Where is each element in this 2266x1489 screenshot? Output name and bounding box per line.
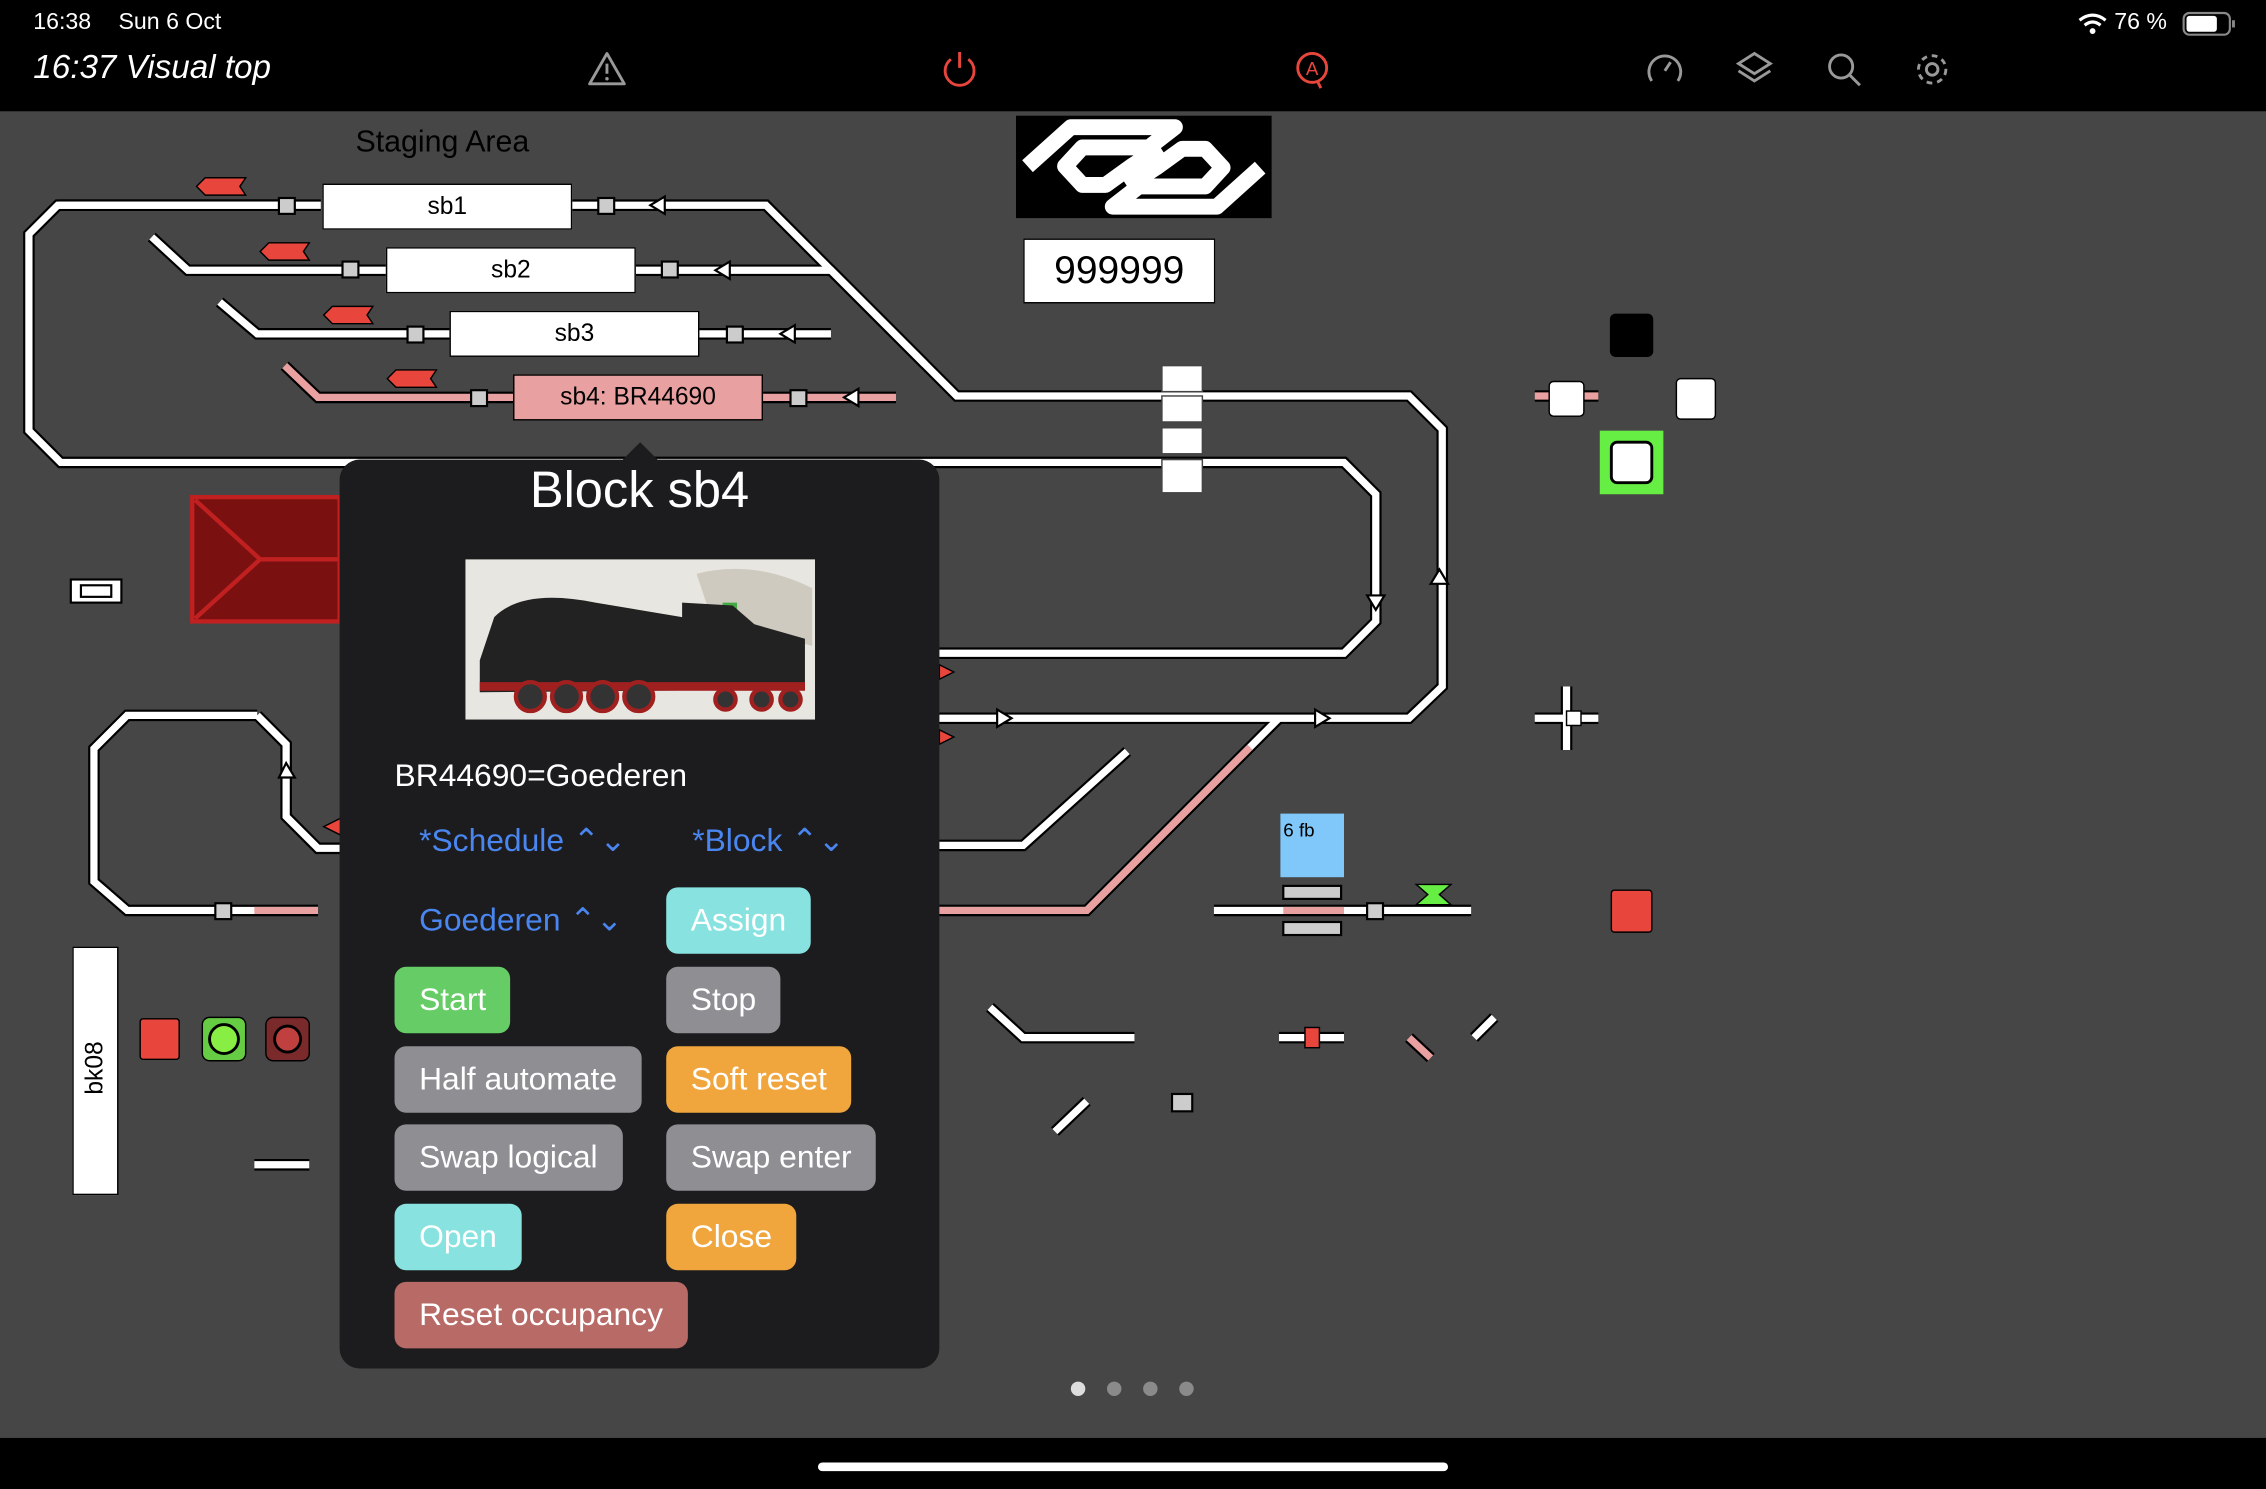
home-indicator[interactable] (817, 1462, 1449, 1472)
assign-button[interactable]: Assign (666, 887, 811, 954)
popup-title: Block sb4 (529, 462, 750, 519)
popup-arrow (621, 442, 659, 462)
page-title: 16:37 Visual top (33, 47, 272, 86)
red-button-icon (139, 1018, 180, 1061)
block-select-label: *Block (692, 822, 783, 859)
battery-icon (2182, 11, 2235, 36)
soft-reset-button[interactable]: Soft reset (666, 1046, 852, 1113)
crossing (1161, 364, 1204, 494)
staging-area-label: Staging Area (355, 125, 530, 159)
schedule-select-label: *Schedule (419, 822, 565, 859)
auto-mode-icon[interactable]: A (1292, 49, 1332, 89)
speedometer-icon[interactable] (1645, 49, 1685, 89)
block-select[interactable]: *Block ⌃⌄ (692, 822, 844, 860)
start-button[interactable]: Start (394, 966, 511, 1034)
search-icon[interactable] (1824, 49, 1864, 89)
chevron-updown-icon: ⌃⌄ (572, 822, 627, 859)
page-dot[interactable] (1143, 1381, 1158, 1397)
turntable-house-icon (190, 494, 342, 624)
warning-icon[interactable] (587, 49, 627, 89)
battery-percent: 76 % (2114, 10, 2167, 35)
block-bk08-label: bk08 (80, 1041, 109, 1095)
page-dot[interactable] (1179, 1381, 1194, 1397)
swap-enter-button[interactable]: Swap enter (666, 1124, 877, 1191)
gear-icon[interactable] (1912, 49, 1952, 89)
loco-assignment: BR44690=Goederen (394, 757, 688, 794)
chevron-updown-icon: ⌃⌄ (791, 822, 845, 859)
locomotive-image (465, 559, 816, 720)
schedule-select[interactable]: *Schedule ⌃⌄ (419, 822, 626, 860)
swap-logical-button[interactable]: Swap logical (394, 1124, 623, 1191)
reset-occupancy-button[interactable]: Reset occupancy (394, 1281, 688, 1349)
power-icon[interactable] (939, 49, 979, 89)
car-icon (69, 578, 123, 604)
layers-icon[interactable] (1734, 49, 1774, 89)
block-sb4[interactable]: sb4: BR44690 (513, 374, 764, 421)
top-bar: 16:38 Sun 6 Oct 76 % 16:37 Visual top A (0, 0, 2266, 112)
wifi-icon (2078, 13, 2107, 34)
page-dot-active[interactable] (1070, 1381, 1086, 1397)
train-select[interactable]: Goederen ⌃⌄ (419, 902, 623, 940)
ns-logo (1015, 115, 1272, 219)
close-button[interactable]: Close (666, 1203, 797, 1271)
status-time: 16:38 (33, 10, 92, 35)
svg-text:A: A (1306, 58, 1319, 79)
green-arrow-signal-icon (1414, 883, 1453, 906)
block-bk08[interactable]: bk08 (72, 946, 119, 1196)
stop-button[interactable]: Stop (666, 966, 781, 1034)
train-select-label: Goederen (419, 901, 561, 938)
page-dot[interactable] (1106, 1381, 1122, 1397)
block-sb1[interactable]: sb1 (322, 183, 573, 230)
chevron-updown-icon: ⌃⌄ (569, 901, 623, 938)
block-sb2[interactable]: sb2 (385, 247, 636, 294)
signal-icons (195, 177, 956, 837)
block-popup: Block sb4 BR44690=Goederen *Schedule ⌃⌄ … (339, 442, 940, 1369)
half-automate-button[interactable]: Half automate (394, 1046, 642, 1113)
counter-display: 999999 (1023, 238, 1216, 304)
block-sb3[interactable]: sb3 (449, 310, 700, 357)
status-date: Sun 6 Oct (118, 10, 222, 35)
open-button[interactable]: Open (394, 1203, 522, 1271)
feedback-label[interactable]: 6 fb (1283, 819, 1315, 842)
